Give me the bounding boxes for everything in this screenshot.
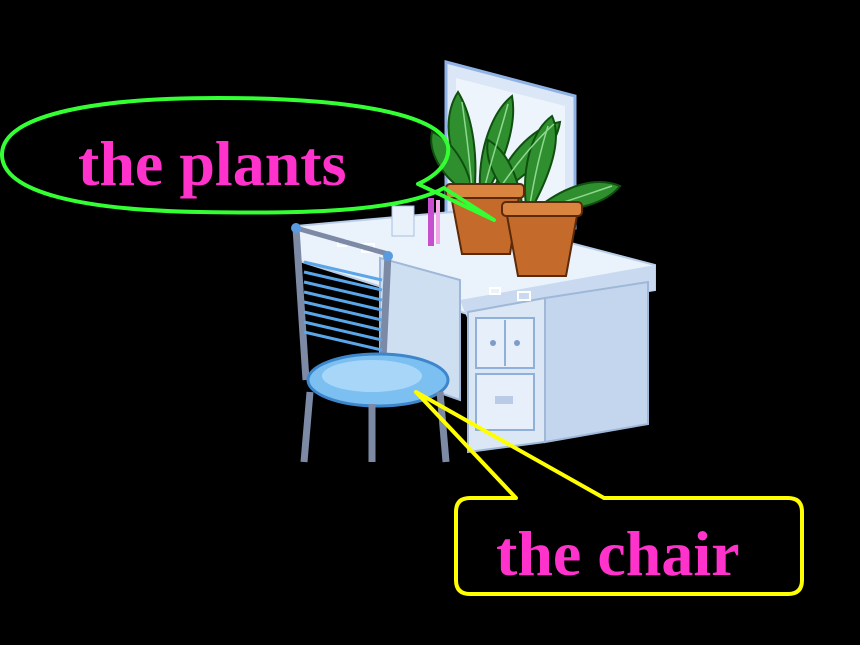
chair-label: the chair bbox=[496, 518, 740, 589]
drawer-icon bbox=[475, 317, 535, 431]
chair-icon bbox=[291, 223, 450, 463]
plants-callout-bubble bbox=[0, 96, 496, 222]
plant-pot-icon bbox=[430, 90, 622, 277]
chair-callout-box bbox=[414, 390, 804, 596]
desk-icon bbox=[295, 198, 656, 454]
plants-label: the plants bbox=[78, 128, 347, 199]
